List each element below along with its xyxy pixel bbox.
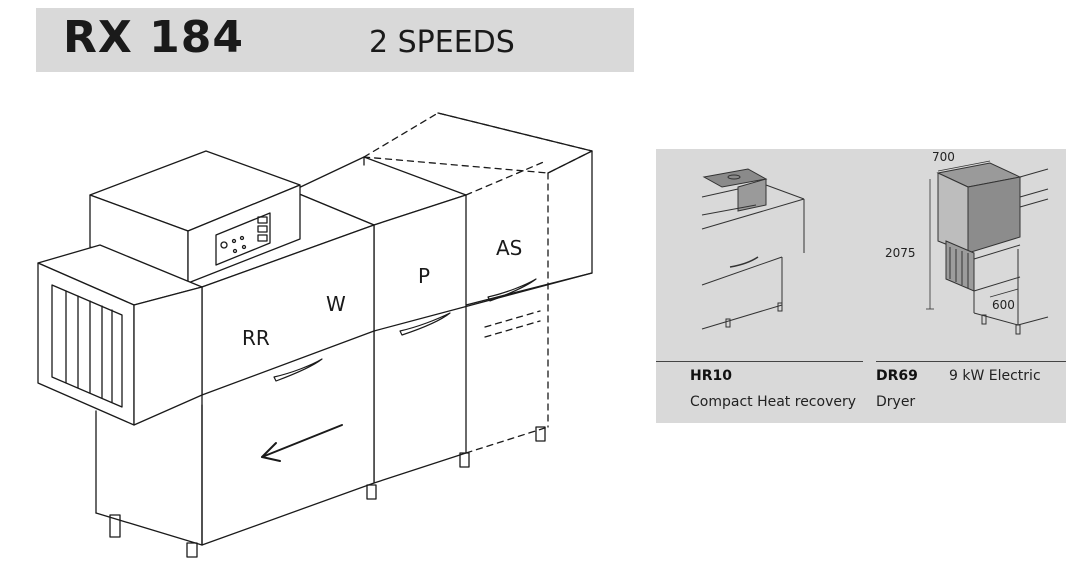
speed-label: 2 SPEEDS xyxy=(369,25,515,60)
zone-label-w: W xyxy=(326,292,346,316)
control-box xyxy=(89,150,301,284)
model-name: RX 184 xyxy=(63,12,244,63)
handles xyxy=(273,278,537,382)
hr10-code: HR10 xyxy=(690,368,732,384)
zone-label-rr: RR xyxy=(242,326,270,350)
dishwasher-drawing: RR W P AS xyxy=(37,112,593,558)
entry-hood xyxy=(37,244,203,426)
hr10-divider xyxy=(656,361,863,362)
dimension-height: 2075 xyxy=(885,246,916,260)
dr69-description: Dryer xyxy=(876,394,916,410)
dr69-drawing xyxy=(926,160,1049,335)
hr10-drawing xyxy=(701,168,805,330)
dr69-code: DR69 xyxy=(876,368,918,384)
options-drawings xyxy=(701,160,1049,335)
dimension-width: 700 xyxy=(932,150,955,164)
title-bar: RX 184 2 SPEEDS xyxy=(36,8,634,72)
lower-body xyxy=(95,410,203,546)
options-panel: 700 2075 600 HR10 Compact Heat recovery … xyxy=(656,149,1066,423)
zone-label-as: AS xyxy=(496,236,522,260)
zone-label-p: P xyxy=(418,264,430,288)
dr69-divider xyxy=(876,361,1066,362)
legs xyxy=(109,426,546,558)
dr69-spec: 9 kW Electric xyxy=(949,368,1041,384)
dimension-depth: 600 xyxy=(992,298,1015,312)
hr10-description: Compact Heat recovery xyxy=(690,394,857,410)
right-box xyxy=(437,112,593,306)
direction-arrow xyxy=(261,424,343,462)
